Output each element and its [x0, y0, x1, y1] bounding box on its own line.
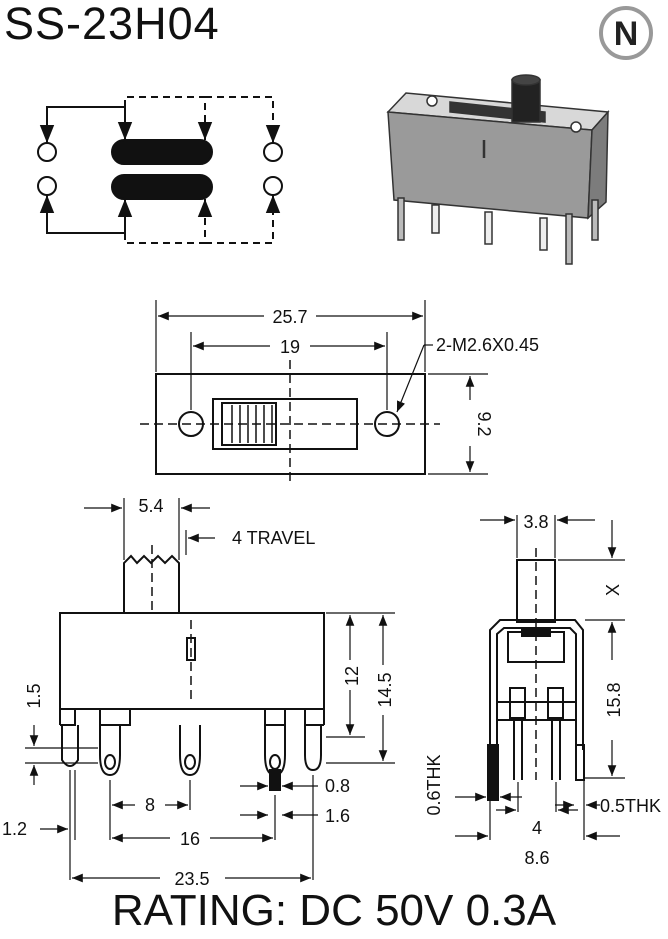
dim-actuator-height: X	[603, 584, 623, 596]
dim-travel: 4 TRAVEL	[232, 528, 315, 548]
dim-frame-thickness: 0.6THK	[424, 754, 444, 815]
side-view	[455, 515, 625, 841]
dim-side-actuator-width: 3.8	[523, 512, 548, 532]
dim-side-body-height: 15.8	[604, 682, 624, 717]
product-illustration	[386, 74, 610, 265]
dim-overall-width: 25.7	[272, 307, 307, 327]
dim-pin-span: 16	[180, 829, 200, 849]
rating-label: RATING: DC 50V 0.3A	[111, 886, 557, 935]
top-view	[140, 300, 488, 486]
dim-side-overall-width: 8.6	[524, 848, 549, 868]
dim-hole-spacing: 19	[280, 337, 300, 357]
dim-screw-spec: 2-M2.6X0.45	[436, 335, 539, 355]
dim-actuator-width: 5.4	[138, 496, 163, 516]
front-view	[25, 498, 395, 883]
dim-pin-thickness: 0.5THK	[600, 796, 661, 816]
dim-top-height: 9.2	[474, 411, 494, 436]
circuit-schematic	[37, 96, 283, 244]
dim-body-height: 12	[342, 666, 362, 686]
dim-edge: 1.2	[2, 819, 27, 839]
dim-pin-slot: 1.6	[325, 806, 350, 826]
dim-pin-offset: 1.5	[24, 683, 44, 708]
dim-pin-width: 0.8	[325, 776, 350, 796]
part-number-title: SS-23H04	[4, 0, 220, 49]
dim-total-height: 14.5	[375, 672, 395, 707]
dim-side-pin-pitch: 4	[532, 818, 542, 838]
dim-front-overall-width: 23.5	[174, 869, 209, 889]
logo-letter: N	[614, 15, 639, 53]
brand-logo: N	[599, 6, 653, 60]
dim-pin-pitch: 8	[145, 795, 155, 815]
